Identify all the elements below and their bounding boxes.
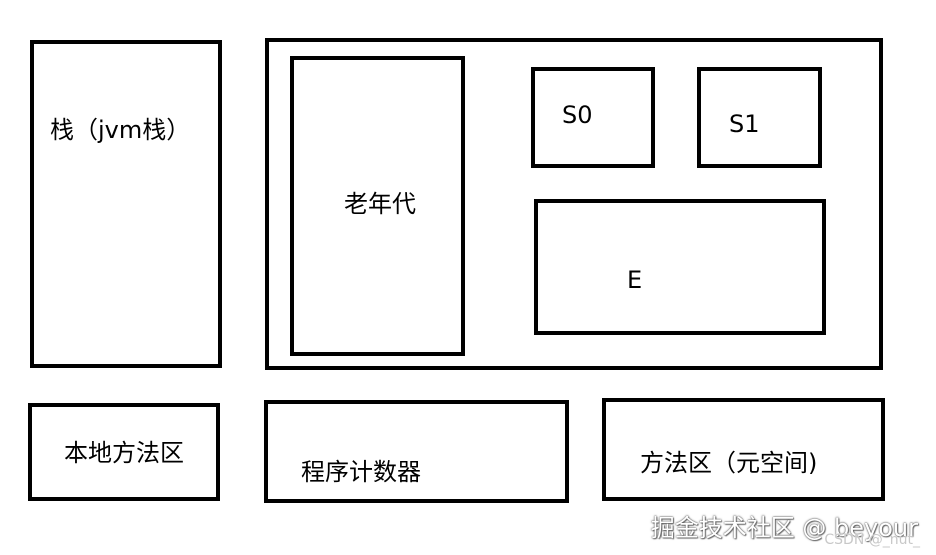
eden-label: E <box>627 266 643 294</box>
method-area-box <box>602 398 885 501</box>
program-counter-box <box>264 400 569 503</box>
eden-box <box>534 199 826 335</box>
jvm-stack-box <box>30 40 222 368</box>
survivor-s0-label: S0 <box>562 101 593 129</box>
old-generation-label: 老年代 <box>344 190 416 218</box>
watermark-main: 掘金技术社区 @ beyour <box>650 514 918 542</box>
native-method-area-box <box>28 403 220 501</box>
survivor-s1-box <box>697 67 822 168</box>
survivor-s1-label: S1 <box>729 110 760 138</box>
program-counter-label: 程序计数器 <box>301 458 421 486</box>
method-area-label: 方法区（元空间) <box>640 449 818 477</box>
survivor-s0-box <box>531 67 655 168</box>
watermark-sub: CSDN @_nut_ <box>824 532 920 548</box>
old-generation-box <box>290 56 465 356</box>
native-method-area-label: 本地方法区 <box>64 439 184 467</box>
jvm-stack-label: 栈（jvm栈） <box>50 116 191 144</box>
